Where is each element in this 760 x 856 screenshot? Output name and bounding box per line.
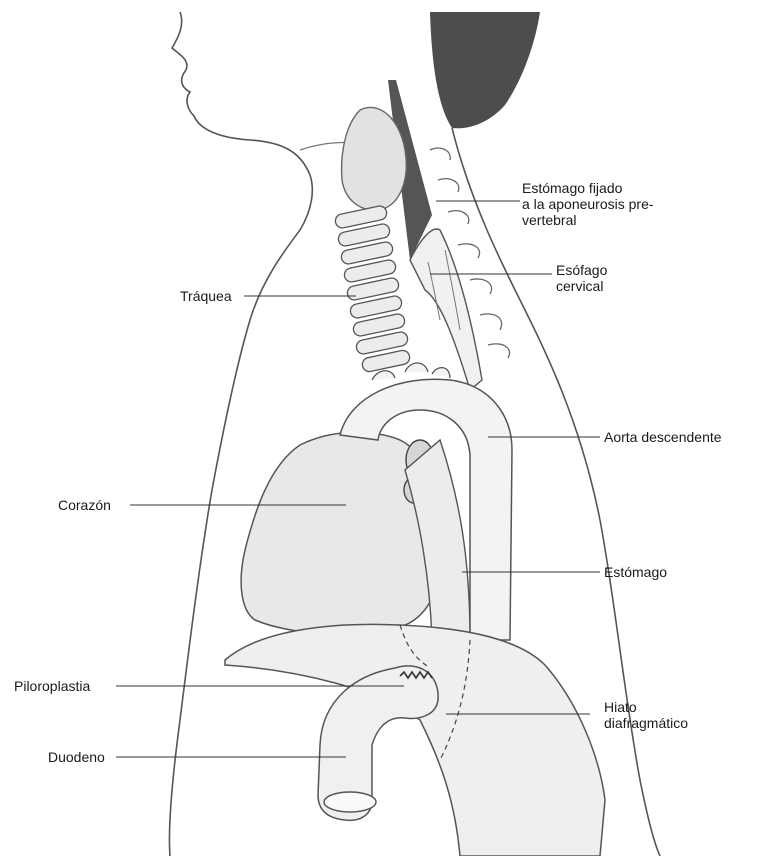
duodenum-opening [324, 792, 376, 812]
label-estomago: Estómago [604, 564, 667, 580]
label-estomago-fijado-line3: vertebral [522, 212, 654, 228]
label-esofago-cervical-line2: cervical [556, 278, 607, 294]
trachea [334, 205, 411, 373]
label-estomago-fijado-line2: a la aponeurosis pre- [522, 196, 654, 212]
label-piloroplastia: Piloroplastia [14, 678, 90, 694]
label-estomago-fijado-line1: Estómago fijado [522, 180, 654, 196]
diaphragm [225, 624, 605, 856]
label-esofago-cervical-line1: Esófago [556, 262, 607, 278]
label-traquea: Tráquea [180, 288, 232, 304]
label-hiato-diafragmatico: Hiato diafragmático [604, 699, 688, 731]
label-esofago-cervical: Esófago cervical [556, 262, 607, 294]
head-dark-mass [430, 12, 540, 128]
label-hiato-line1: Hiato [604, 699, 688, 715]
label-hiato-line2: diafragmático [604, 715, 688, 731]
label-estomago-fijado: Estómago fijado a la aponeurosis pre- ve… [522, 180, 654, 228]
label-aorta-descendente: Aorta descendente [604, 429, 722, 445]
label-duodeno: Duodeno [48, 749, 105, 765]
label-corazon: Corazón [58, 497, 111, 513]
face-outline [172, 12, 312, 230]
